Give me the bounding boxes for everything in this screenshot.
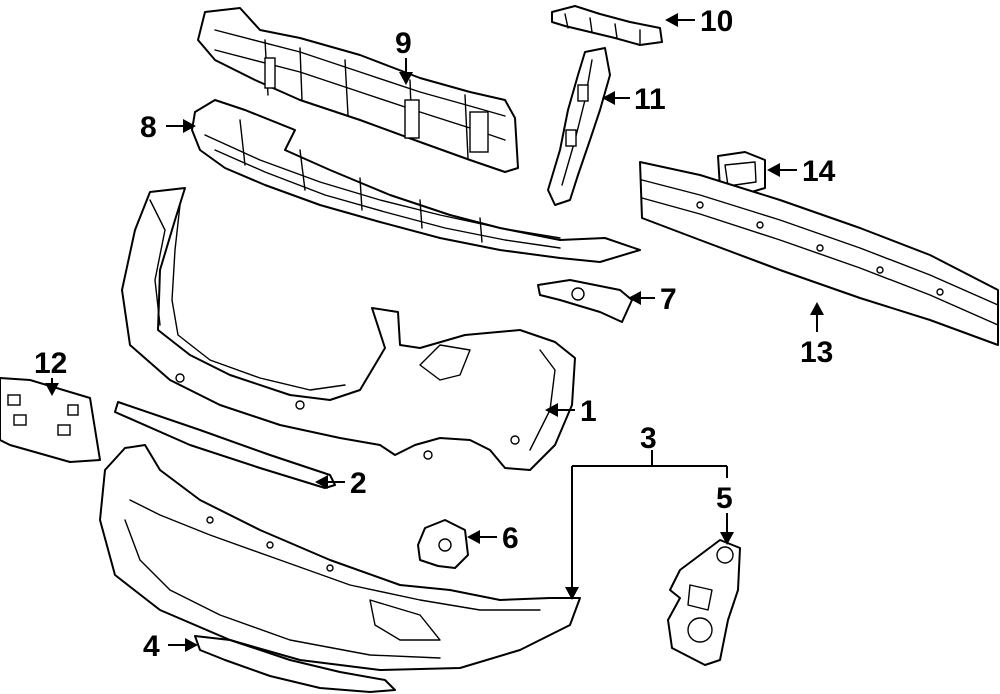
callout-9: 9 bbox=[395, 27, 412, 60]
callout-labels: 1 2 3 4 5 6 7 8 9 10 11 12 13 14 bbox=[34, 5, 836, 663]
part-3-lower-cover bbox=[99, 444, 581, 671]
callout-6: 6 bbox=[502, 522, 519, 555]
part-1-bumper-cover bbox=[121, 187, 576, 471]
part-13-impact-bar bbox=[639, 161, 999, 346]
part-12-license-bracket bbox=[0, 377, 101, 463]
part-2-molding bbox=[114, 401, 336, 489]
callout-7: 7 bbox=[660, 283, 677, 316]
part-6-bracket bbox=[417, 519, 469, 569]
callout-14: 14 bbox=[802, 155, 836, 188]
part-8-carrier bbox=[191, 99, 641, 263]
leader-lines bbox=[45, 13, 824, 652]
callout-12: 12 bbox=[34, 347, 67, 380]
callout-11: 11 bbox=[634, 83, 666, 116]
callout-3: 3 bbox=[640, 422, 657, 455]
part-9-upper-support bbox=[197, 7, 519, 173]
part-5-corner-bracket bbox=[667, 539, 741, 666]
callout-4: 4 bbox=[143, 630, 160, 663]
callout-1: 1 bbox=[580, 395, 597, 428]
callout-10: 10 bbox=[700, 5, 733, 38]
part-11-side-bracket bbox=[547, 47, 611, 206]
callout-8: 8 bbox=[140, 111, 157, 144]
callout-5: 5 bbox=[716, 482, 733, 515]
callout-13: 13 bbox=[800, 336, 833, 369]
callout-2: 2 bbox=[350, 467, 367, 500]
part-10-bracket bbox=[551, 5, 663, 46]
part-4-lower-trim bbox=[194, 635, 396, 693]
part-7-bracket bbox=[537, 279, 633, 323]
